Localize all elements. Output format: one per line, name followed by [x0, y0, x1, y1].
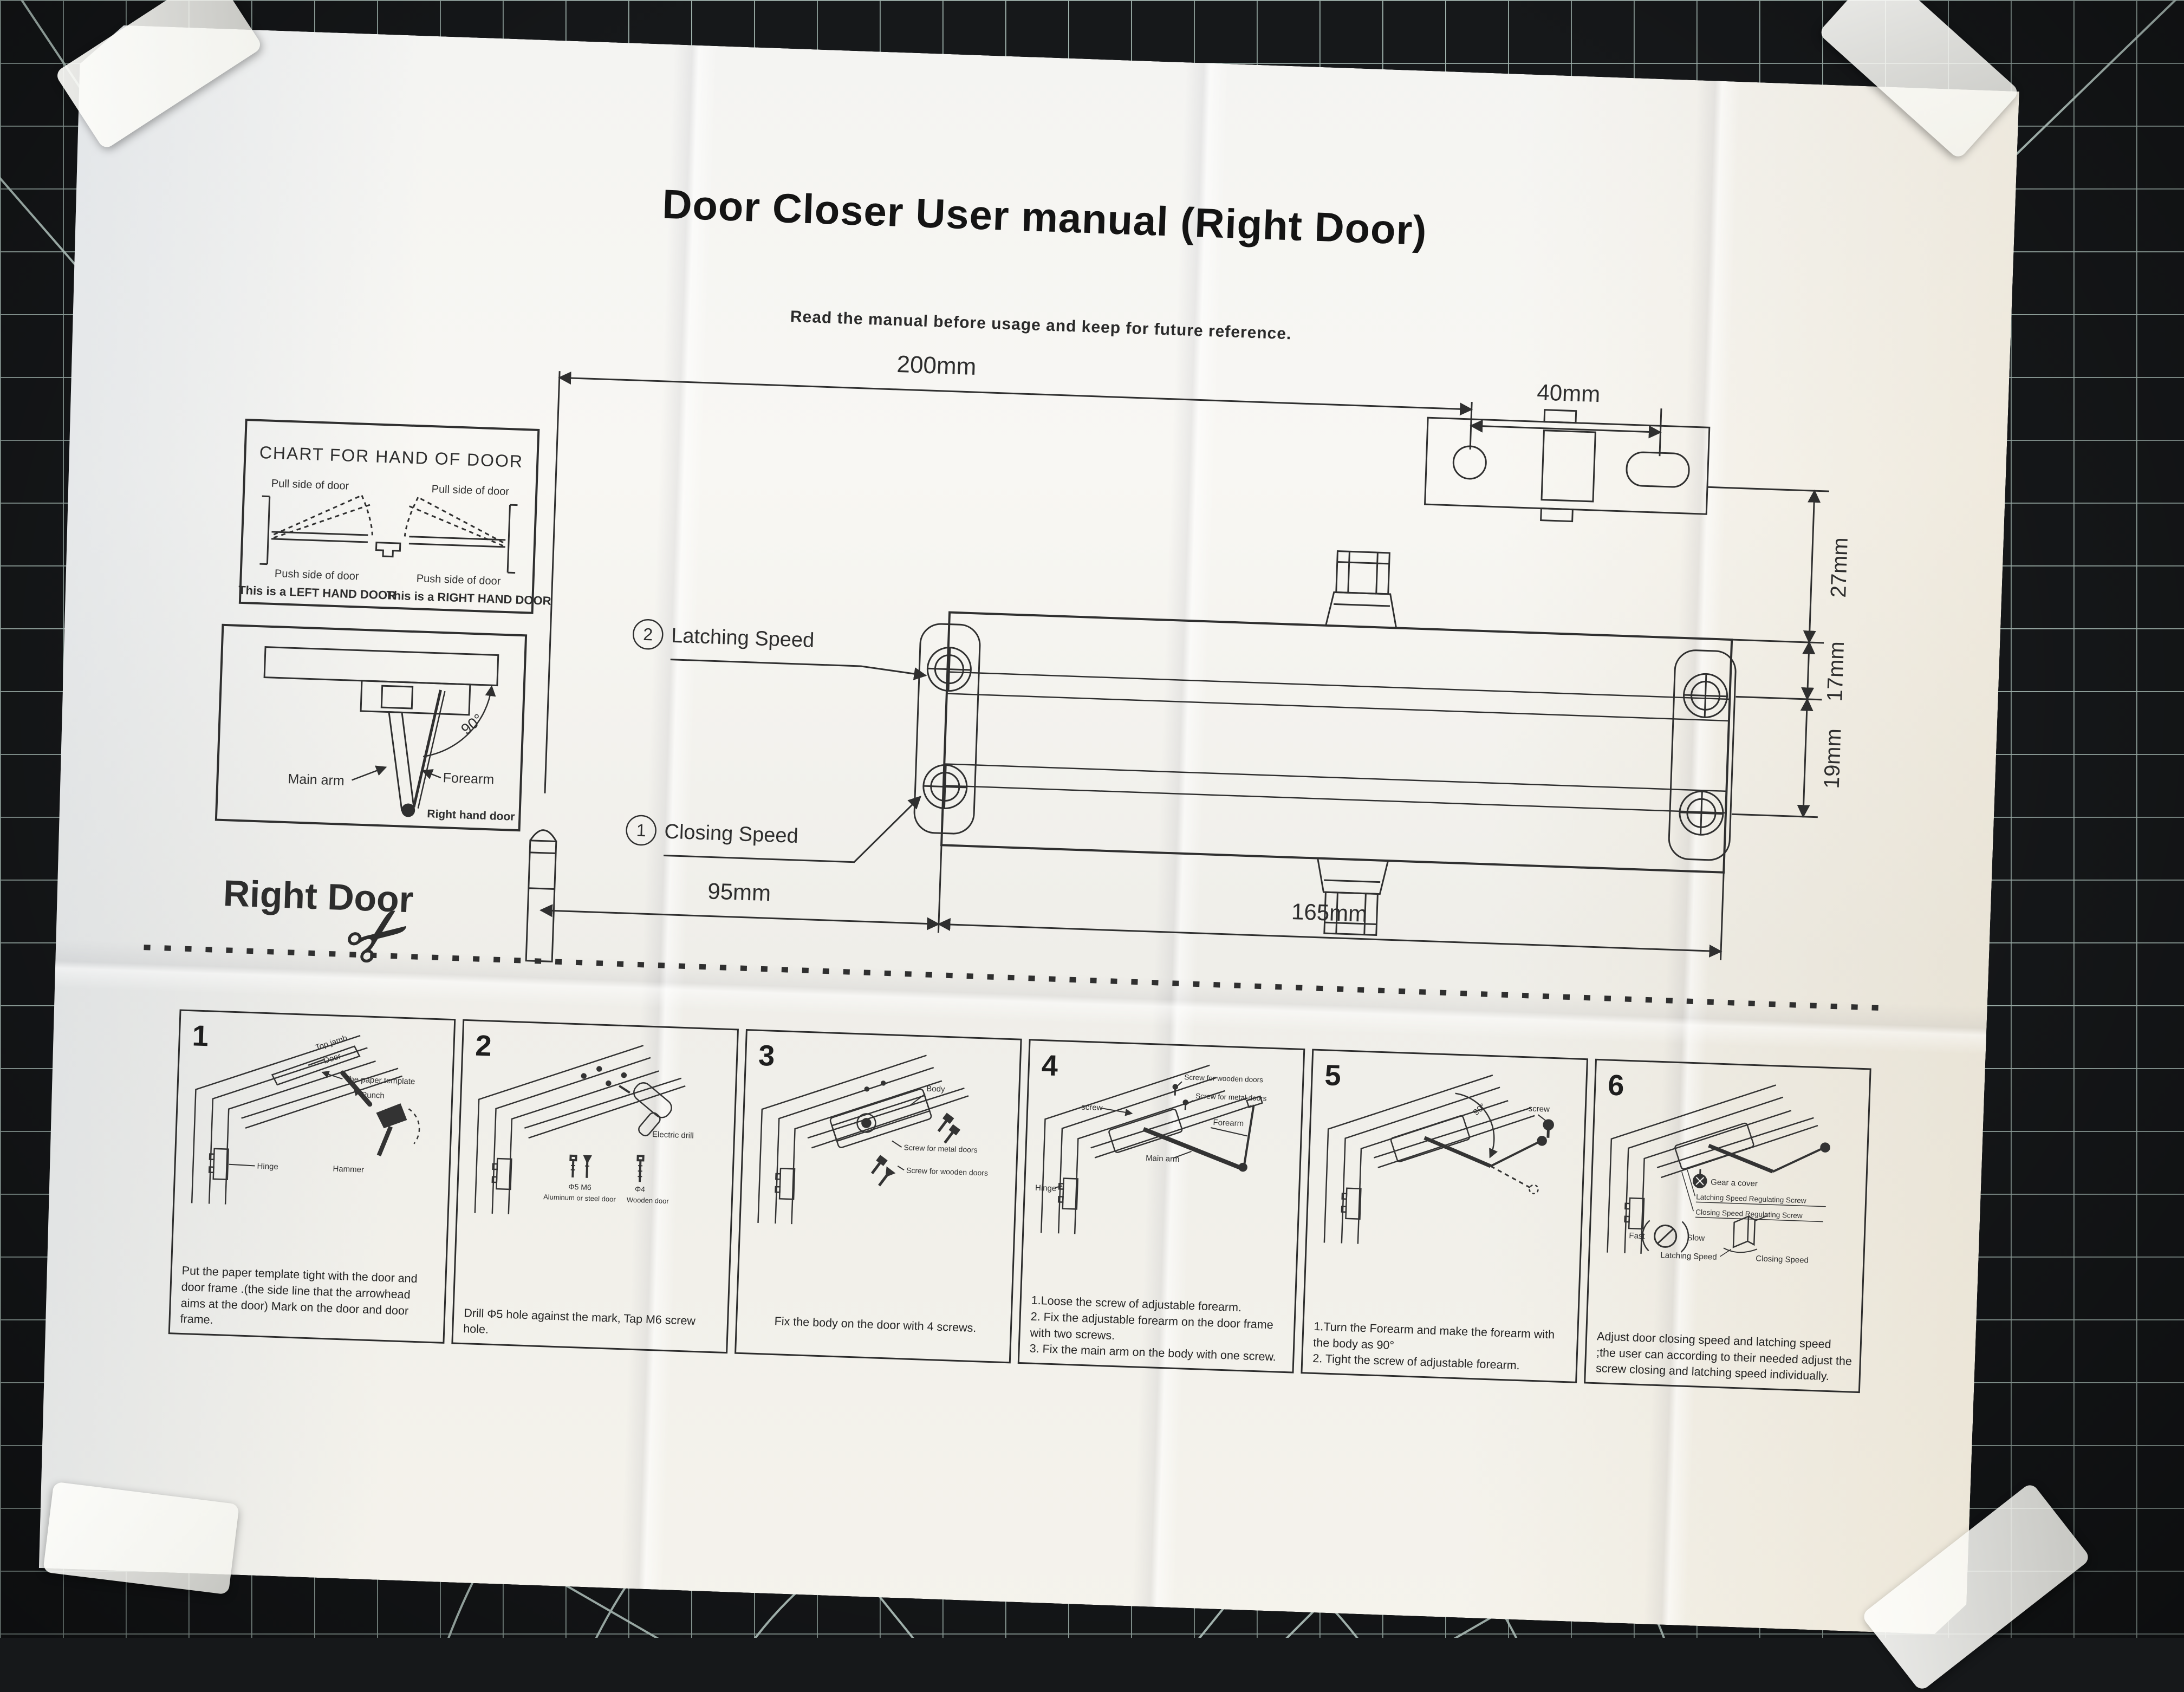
step-1-art: Top jamb Door The paper template Punch H… [175, 1013, 453, 1228]
speed-callouts: 2 Latching Speed 1 Closing Speed [626, 619, 927, 864]
forearm-plate-topview [1425, 406, 1832, 530]
template-pin [526, 830, 556, 962]
phi4-label: Φ4 [635, 1185, 646, 1194]
body-label: Body [926, 1084, 945, 1094]
step-panel-4: 4 screw Screw for wooden doors Screw for… [1018, 1039, 1305, 1373]
closing-number: 1 [636, 821, 646, 841]
latching-speed-label: Latching Speed [1660, 1251, 1717, 1262]
dim-165mm: 165mm [1291, 899, 1368, 927]
step-4-art: screw Screw for wooden doors Screw for m… [1024, 1043, 1302, 1258]
step-1-caption: Put the paper template tight with the do… [180, 1263, 439, 1336]
dim-17mm: 17mm [1823, 641, 1849, 702]
hand-of-door-chart: CHART FOR HAND OF DOOR Pull side of door… [238, 420, 557, 614]
closing-speed-label: Closing Speed [664, 820, 798, 848]
pull-side-right-label: Pull side of door [431, 483, 509, 498]
punch-label: Punch [361, 1090, 385, 1100]
phi5-m6-label: Φ5 M6 [568, 1182, 592, 1192]
step-panel-2: 2 Electric drill Φ5 [451, 1019, 739, 1353]
manual-paper: Door Closer User manual (Right Door) Rea… [27, 24, 2019, 1635]
dim-27mm: 27mm [1826, 537, 1852, 598]
installation-steps: 1 Top jamb Door The paper template Punch… [168, 1009, 1871, 1393]
push-side-right-label: Push side of door [416, 572, 501, 587]
left-hand-door-label: This is a LEFT HAND DOOR [238, 583, 396, 602]
pull-side-left-label: Pull side of door [271, 478, 349, 492]
dim-95mm: 95mm [707, 878, 771, 906]
hand-chart-title: CHART FOR HAND OF DOOR [259, 442, 523, 471]
closing-speed-label: Closing Speed [1756, 1254, 1809, 1265]
right-hand-door-caption: Right hand door [427, 808, 515, 823]
latching-number: 2 [643, 624, 653, 645]
step-5-art: 90° screw [1308, 1053, 1585, 1268]
step-6-caption: Adjust door closing speed and latching s… [1596, 1329, 1854, 1385]
metal-door-label: Aluminum or steel door [543, 1193, 616, 1203]
step-2-caption: Drill Φ5 hole against the mark, Tap M6 s… [463, 1305, 721, 1346]
latching-speed-label: Latching Speed [671, 624, 815, 652]
step-6-art: Gear a cover Latching Speed Regulating S… [1591, 1063, 1869, 1278]
screw-label: screw [1528, 1104, 1550, 1114]
step-panel-3: 3 Body [734, 1029, 1022, 1363]
screw-metal-label: Screw for metal doors [903, 1143, 978, 1154]
step-3-caption: Fix the body on the door with 4 screws. [747, 1313, 1004, 1338]
screw-wooden-label: Screw for wooden doors [906, 1166, 988, 1177]
template-drawing: CHART FOR HAND OF DOOR Pull side of door… [47, 24, 2019, 1066]
hammer-label: Hammer [333, 1164, 364, 1175]
step-panel-6: 6 Gear a cover Latching Speed Regulating… [1584, 1059, 1871, 1393]
step-2-art: Electric drill Φ5 M6 Φ4 Aluminum or stee… [458, 1023, 736, 1238]
screw-label: screw [1081, 1103, 1103, 1112]
push-side-left-label: Push side of door [275, 568, 360, 582]
dim-200mm: 200mm [896, 351, 977, 380]
screw-wooden-label: Screw for wooden doors [1184, 1073, 1263, 1084]
door-closer-body [911, 537, 1739, 947]
electric-drill-label: Electric drill [652, 1130, 694, 1141]
main-arm-label: Main arm [288, 771, 344, 789]
step-panel-1: 1 Top jamb Door The paper template Punch… [168, 1009, 456, 1343]
slow-label: Slow [1687, 1233, 1705, 1243]
main-arm-label: Main arm [1146, 1154, 1180, 1164]
step-panel-5: 5 90° screw 1.Turn the Forearm and make … [1301, 1049, 1588, 1383]
hinge-label: Hinge [1035, 1183, 1057, 1193]
screw-metal-label: Screw for metal doors [1195, 1092, 1267, 1103]
step-5-caption: 1.Turn the Forearm and make the forearm … [1312, 1319, 1571, 1376]
dim-40mm: 40mm [1537, 379, 1601, 407]
forearm-label: Forearm [1213, 1118, 1244, 1128]
gear-cover-label: Gear a cover [1711, 1177, 1758, 1188]
step-4-caption: 1.Loose the screw of adjustable forearm.… [1029, 1293, 1288, 1366]
step-3-art: Body Screw for metal doors Screw for woo… [741, 1033, 1019, 1248]
arm-diagram: 90° Main arm Forearm Right hand door [216, 625, 526, 830]
hinge-label: Hinge [257, 1162, 278, 1172]
angle-90-label: 90° [1472, 1102, 1487, 1118]
right-hand-door-label: This is a RIGHT HAND DOOR [386, 588, 551, 608]
forearm-label: Forearm [443, 770, 494, 787]
fast-label: Fast [1629, 1231, 1646, 1241]
dim-19mm: 19mm [1820, 728, 1846, 789]
wooden-door-label: Wooden door [627, 1195, 670, 1205]
